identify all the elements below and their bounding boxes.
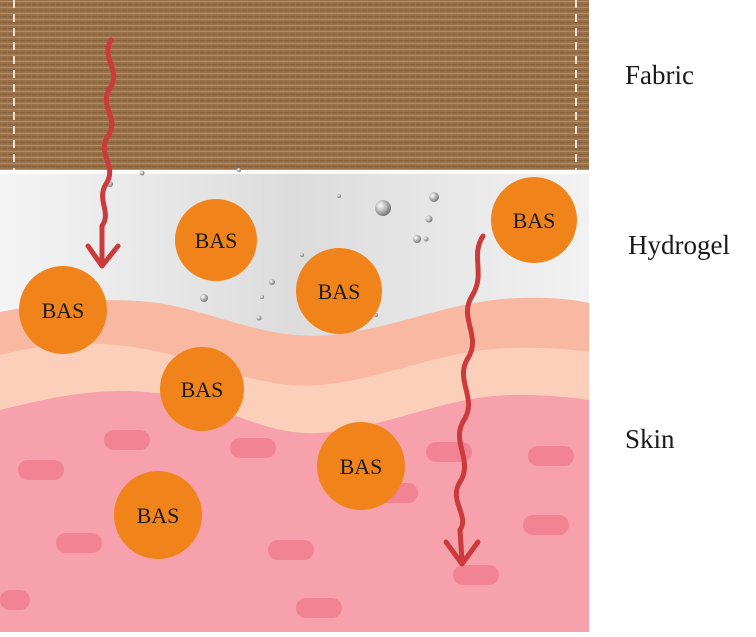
bas-particle: BAS [296,248,382,334]
bas-particle: BAS [19,266,107,354]
hydrogel-label: Hydrogel [628,230,730,260]
bas-particle: BAS [160,347,244,431]
skin-cells [0,430,574,618]
bas-label: BAS [181,377,224,402]
arrow-down-icon [85,37,121,269]
bas-label: BAS [137,503,180,528]
arrow-down-icon [443,233,486,567]
bas-particle: BAS [491,177,577,263]
bas-particle: BAS [317,422,405,510]
bas-label: BAS [340,454,383,479]
fabric-layer [0,0,589,170]
bas-particle: BAS [114,471,202,559]
bas-label: BAS [513,208,556,233]
bas-label: BAS [318,279,361,304]
skin-label: Skin [625,424,675,454]
bas-label: BAS [195,228,238,253]
fabric-label: Fabric [625,60,694,90]
bas-particle: BAS [175,199,257,281]
bas-label: BAS [42,298,85,323]
